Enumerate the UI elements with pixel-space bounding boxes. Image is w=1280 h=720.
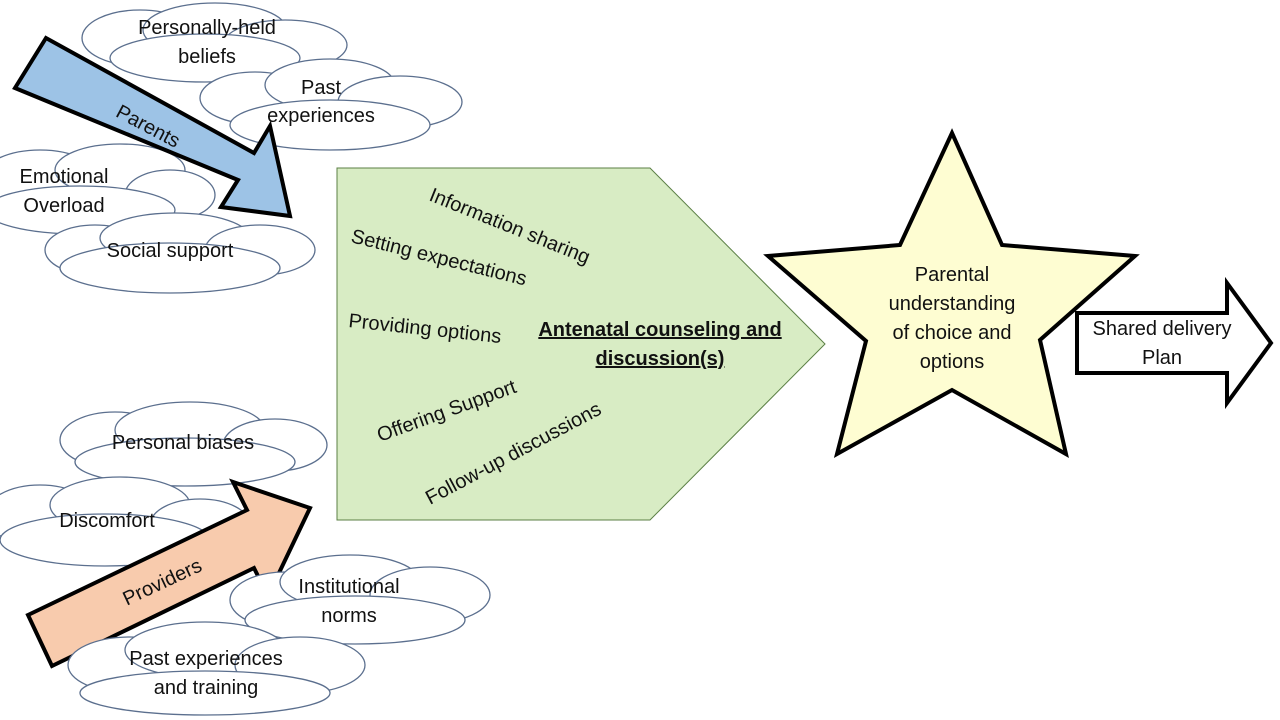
cloud-emotional-overload: Emotional Overload [0, 143, 216, 235]
cloud-personally-held-beliefs: Personally-held beliefs [81, 2, 348, 83]
counseling-title-line2: discussion(s) [596, 348, 725, 370]
cloud-social-support: Social support [44, 212, 316, 294]
outcome-star [763, 128, 1140, 459]
cloud-personal-biases: Personal biases [59, 401, 328, 487]
cloud-past-experiences-line1: Past [301, 77, 341, 99]
cloud-past-experiences-training-line2: and training [154, 677, 259, 699]
cloud-past-experiences-training-line1: Past experiences [129, 648, 282, 670]
cloud-institutional-norms-line2: norms [321, 605, 377, 627]
counseling-title-line1: Antenatal counseling and [538, 319, 781, 341]
cloud-social-support-label: Social support [107, 240, 234, 262]
cloud-personal-biases-label: Personal biases [112, 432, 254, 454]
cloud-past-experiences: Past experiences [199, 58, 463, 151]
cloud-institutional-norms-line1: Institutional [298, 576, 399, 598]
parents-arrow [12, 35, 293, 219]
cloud-emotional-overload-line1: Emotional [20, 166, 109, 188]
cloud-emotional-overload-line2: Overload [23, 195, 104, 217]
star-text-line1: Parental [915, 264, 990, 286]
cloud-past-experiences-line2: experiences [267, 105, 375, 127]
star-text-line3: of choice and [893, 322, 1012, 344]
cloud-personally-held-beliefs-line1: Personally-held [138, 17, 276, 39]
shared-plan-line1: Shared delivery [1093, 318, 1232, 340]
cloud-discomfort-label: Discomfort [59, 510, 155, 532]
cloud-personally-held-beliefs-line2: beliefs [178, 46, 236, 68]
cloud-institutional-norms: Institutional norms [229, 554, 491, 645]
star-text-line2: understanding [889, 293, 1016, 315]
counseling-shape [336, 167, 826, 521]
shared-plan-arrow [1075, 276, 1274, 410]
star-text-line4: options [920, 351, 985, 373]
cloud-past-experiences-training: Past experiences and training [67, 621, 366, 716]
shared-plan-line2: Plan [1142, 347, 1182, 369]
